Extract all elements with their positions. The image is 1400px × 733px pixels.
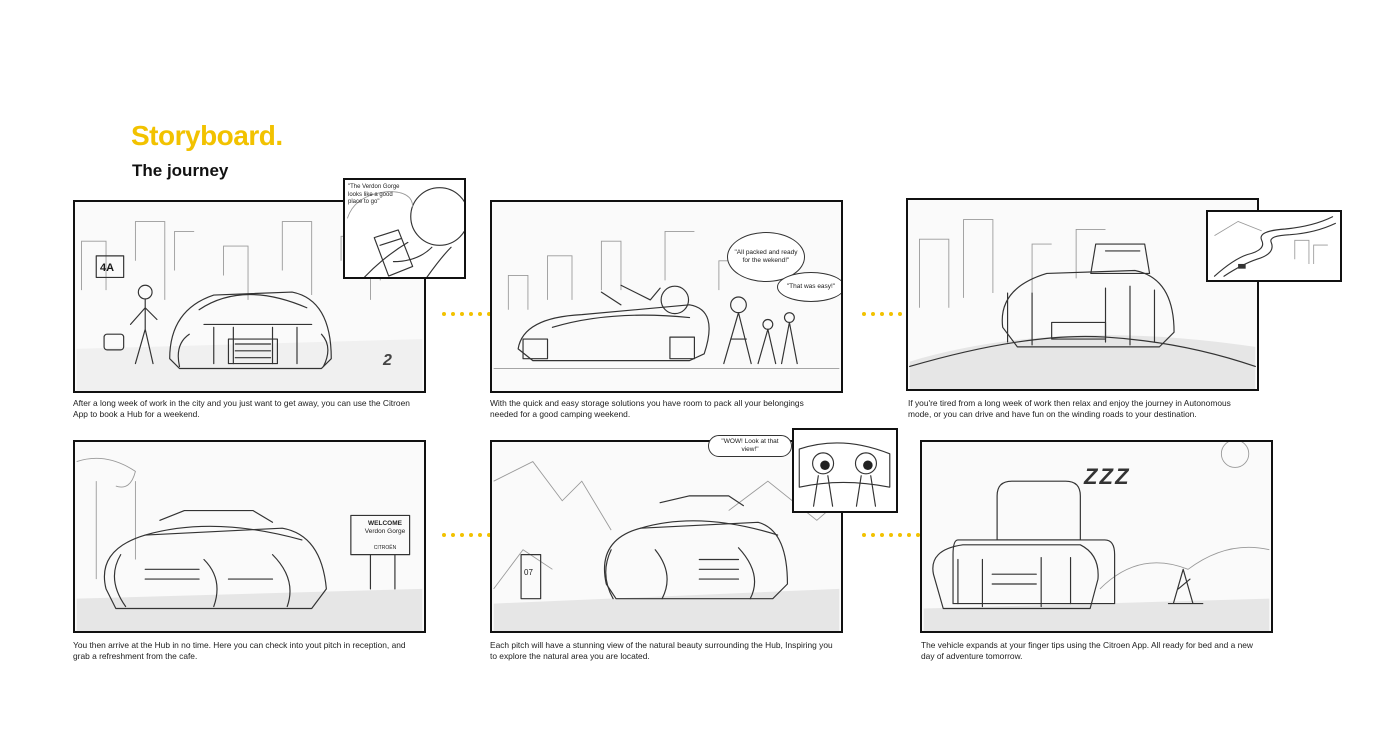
panel-6-caption: The vehicle expands at your finger tips … xyxy=(921,640,1253,661)
panel-4-caption: You then arrive at the Hub in no time. H… xyxy=(73,640,406,661)
driving-car-sketch xyxy=(909,219,1256,389)
arrival-car-sketch xyxy=(76,457,423,631)
welcome-sign-brand: CITROËN xyxy=(373,545,397,551)
hand-phone-sketch xyxy=(346,187,464,277)
pitch-number: 07 xyxy=(524,568,533,577)
sleeping-camper-sketch xyxy=(923,442,1270,631)
storyboard-panel-5: 07 xyxy=(490,440,843,633)
panel-1-caption: After a long week of work in the city an… xyxy=(73,398,410,419)
storyboard-panel-4: WELCOME Verdon Gorge CITROËN xyxy=(73,440,426,633)
packing-car-sketch xyxy=(493,230,840,369)
speech-bubble-verdon: "The Verdon Gorge looks like a good plac… xyxy=(348,184,400,205)
welcome-sign-place: Verdon Gorge xyxy=(364,528,406,535)
sleep-zzz-text: Z Z Z xyxy=(1084,464,1129,489)
connector-dots-4 xyxy=(862,532,929,538)
winding-road-map xyxy=(1213,216,1336,277)
panel-2-caption: With the quick and easy storage solution… xyxy=(490,398,804,419)
map-inset-panel xyxy=(1206,210,1342,282)
storyboard-subtitle: The journey xyxy=(132,161,229,180)
pitch-view-sketch xyxy=(493,461,840,631)
wide-eyes-sketch xyxy=(798,442,891,507)
panel-5-caption: Each pitch will have a stunning view of … xyxy=(490,640,833,661)
parking-bay-number: 2 xyxy=(383,352,392,369)
storyboard-panel-2: "All packed and ready for the wekend!" "… xyxy=(490,200,843,393)
storyboard-title: Storyboard. xyxy=(131,120,283,151)
storyboard-panel-3 xyxy=(906,198,1259,391)
city-sketch-1 xyxy=(76,221,423,391)
speech-bubble-easy: "That was easy!" xyxy=(777,272,841,302)
speech-bubble-wow: "WOW! Look at that view!" xyxy=(708,435,792,457)
parking-sign-label: 4A xyxy=(100,262,115,274)
storyboard-panel-6: Z Z Z xyxy=(920,440,1273,633)
eyes-inset-panel xyxy=(792,428,898,513)
panel-3-caption: If you're tired from a long week of work… xyxy=(908,398,1231,419)
welcome-sign-title: WELCOME xyxy=(368,520,402,527)
phone-inset-panel: "The Verdon Gorge looks like a good plac… xyxy=(343,178,466,279)
